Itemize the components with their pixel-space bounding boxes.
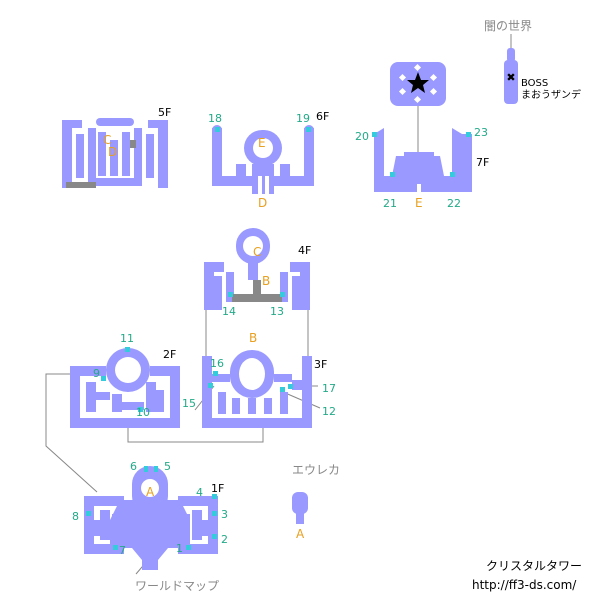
- eureka-label: エウレカ: [292, 463, 340, 477]
- stair-label-12: 12: [322, 405, 336, 418]
- warp-label-e-7f: E: [415, 196, 423, 210]
- stair-label-20: 20: [355, 130, 369, 143]
- floor-label-7f: 7F: [476, 156, 489, 169]
- stair-label-3: 3: [221, 508, 228, 521]
- floor-4f-map: [204, 228, 310, 310]
- floor-label-4f: 4F: [298, 244, 311, 257]
- warp-label-c-5f: C: [103, 133, 111, 147]
- stair-label-16: 16: [210, 357, 224, 370]
- connection-lines: [45, 34, 512, 575]
- boss-title-label: BOSS: [521, 78, 548, 89]
- map-title: クリスタルタワー: [486, 559, 582, 573]
- stair-label-14: 14: [222, 305, 236, 318]
- crystal-star-icon: [407, 72, 429, 93]
- stair-label-7: 7: [119, 544, 126, 557]
- warp-label-a-eureka: A: [296, 527, 305, 541]
- warp-label-d-6f: D: [258, 196, 267, 210]
- floor-label-3f: 3F: [314, 358, 327, 371]
- eureka-map: [292, 492, 308, 524]
- stair-label-23: 23: [474, 126, 488, 139]
- floor-3f-map: [202, 350, 312, 428]
- stair-label-4: 4: [196, 486, 203, 499]
- site-url: http://ff3-ds.com/: [472, 578, 577, 592]
- floor-2f-map: [70, 347, 180, 428]
- boss-name-label: まおうザンデ: [521, 88, 581, 101]
- floor-6f-map: [212, 125, 314, 194]
- stair-label-13: 13: [270, 305, 284, 318]
- floor-label-1f: 1F: [211, 482, 224, 495]
- stair-label-22: 22: [447, 197, 461, 210]
- stair-label-1: 1: [176, 542, 183, 555]
- floor-label-6f: 6F: [316, 110, 329, 123]
- stair-label-8: 8: [72, 510, 79, 523]
- warp-label-e-6f: E: [258, 136, 266, 150]
- warp-label-a-1f: A: [146, 485, 155, 499]
- stair-label-9: 9: [93, 367, 100, 380]
- dark-world-label: 闇の世界: [484, 19, 532, 33]
- stair-label-11: 11: [120, 332, 134, 345]
- floor-1f-map: [84, 466, 218, 570]
- boss-marker-icon: ✖: [506, 71, 515, 84]
- warp-label-c-4f: C: [253, 245, 261, 259]
- warp-label-b-4f: B: [262, 274, 270, 288]
- floor-label-2f: 2F: [163, 348, 176, 361]
- world-map-label: ワールドマップ: [135, 579, 219, 593]
- stair-label-5: 5: [164, 460, 171, 473]
- dark-world-map: [504, 48, 518, 104]
- stair-label-19: 19: [296, 112, 310, 125]
- stair-label-15: 15: [182, 397, 196, 410]
- stair-label-6: 6: [130, 460, 137, 473]
- floor-5f-map: [62, 118, 168, 188]
- warp-label-d-5f: D: [108, 145, 117, 159]
- stair-label-2: 2: [221, 533, 228, 546]
- stair-label-18: 18: [208, 112, 222, 125]
- warp-label-b-3f: B: [249, 331, 257, 345]
- stair-label-21: 21: [383, 197, 397, 210]
- stair-label-17: 17: [322, 382, 336, 395]
- diamond-markers: [398, 63, 438, 104]
- stair-label-10: 10: [136, 406, 150, 419]
- floor-label-5f: 5F: [158, 106, 171, 119]
